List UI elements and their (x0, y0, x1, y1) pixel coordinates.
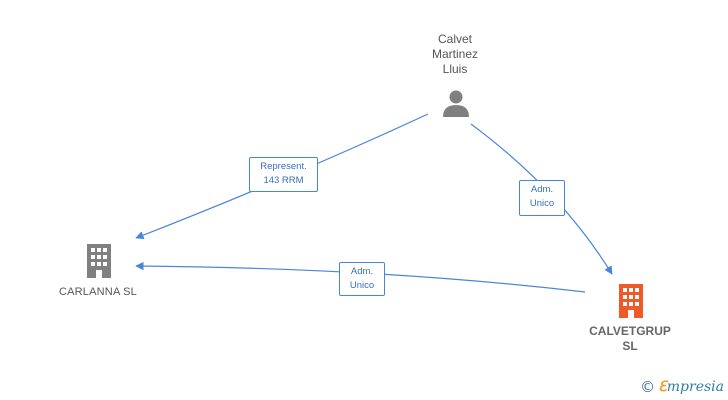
edge-label-adm-unico-bottom-line-1: Adm. (350, 266, 374, 277)
calvetgrup-name-line-2: SL (622, 339, 638, 353)
footer-brand: © ℇmpresia (640, 378, 724, 396)
person-name-line-2: Martinez (431, 47, 478, 61)
calvetgrup-node-label[interactable]: CALVETGRUP SL (575, 324, 685, 354)
building-icon[interactable] (84, 244, 114, 278)
person-name-line-3: Lluis (442, 62, 468, 76)
edge-label-adm-unico-right-line-2: Unico (529, 198, 555, 209)
edge-label-adm-unico-right[interactable]: Adm. Unico (519, 180, 565, 216)
edge-label-represent[interactable]: Represent. 143 RRM (249, 157, 318, 192)
building-icon-highlighted[interactable] (616, 284, 646, 318)
empresia-logo-rest: mpresia (666, 379, 724, 395)
edge-label-adm-unico-right-line-1: Adm. (530, 184, 554, 195)
edge-label-represent-line-2: 143 RRM (263, 175, 304, 186)
person-node-label[interactable]: Calvet Martinez Lluis (405, 32, 505, 77)
calvetgrup-name-line-1: CALVETGRUP (589, 324, 671, 338)
edge-label-represent-line-1: Represent. (260, 161, 307, 172)
person-icon[interactable] (441, 88, 471, 118)
carlanna-node-label[interactable]: CARLANNA SL (58, 286, 137, 298)
edge-label-adm-unico-bottom[interactable]: Adm. Unico (339, 262, 385, 296)
empresia-logo-initial: ℇ (658, 379, 667, 395)
copyright-icon: © (640, 378, 656, 396)
edge-label-adm-unico-bottom-line-2: Unico (349, 280, 375, 291)
person-name-line-1: Calvet (437, 32, 472, 46)
empresia-logo: ℇmpresia (658, 379, 724, 395)
